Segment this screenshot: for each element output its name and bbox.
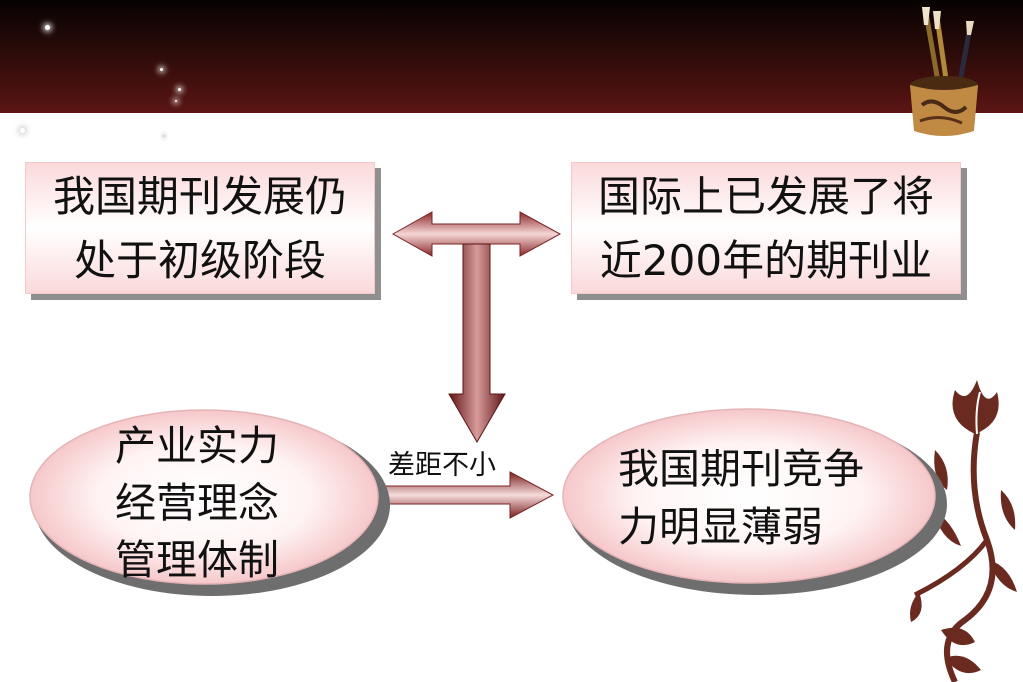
- down-arrow: [448, 243, 506, 443]
- box-line: 国际上已发展了将: [597, 172, 934, 221]
- right-arrow: [382, 471, 555, 519]
- star-icon: [178, 88, 181, 91]
- box-line: 近200年的期刊业: [599, 236, 933, 285]
- ellipse-line: 我国期刊竞争: [618, 445, 864, 493]
- ellipse-industry-factors: [29, 409, 379, 585]
- star-icon: [163, 135, 165, 137]
- box-line: 处于初级阶段: [73, 236, 326, 285]
- brush-pot-icon: [910, 7, 978, 136]
- box-international-journal-industry: 国际上已发展了将 近200年的期刊业: [571, 162, 961, 294]
- star-icon: [175, 100, 177, 102]
- star-icon: [45, 25, 50, 30]
- header-band: [0, 0, 1023, 113]
- ellipse-line: 产业实力: [115, 422, 279, 470]
- double-arrow: [391, 211, 562, 257]
- ellipse-right-text: 我国期刊竞争 力明显薄弱: [618, 440, 864, 556]
- ellipse-line: 力明显薄弱: [618, 503, 823, 551]
- star-icon: [20, 128, 25, 133]
- box-line: 我国期刊发展仍: [52, 172, 347, 221]
- gap-label: 差距不小: [388, 450, 496, 481]
- star-icon: [160, 68, 163, 71]
- ellipse-line: 经营理念: [115, 479, 279, 527]
- ellipse-line: 管理体制: [115, 536, 279, 584]
- box-china-journal-stage: 我国期刊发展仍 处于初级阶段: [25, 162, 375, 294]
- flower-vine-icon: [910, 380, 1017, 682]
- ellipse-competitiveness: [562, 408, 936, 584]
- ellipse-left-text: 产业实力 经营理念 管理体制: [115, 418, 279, 589]
